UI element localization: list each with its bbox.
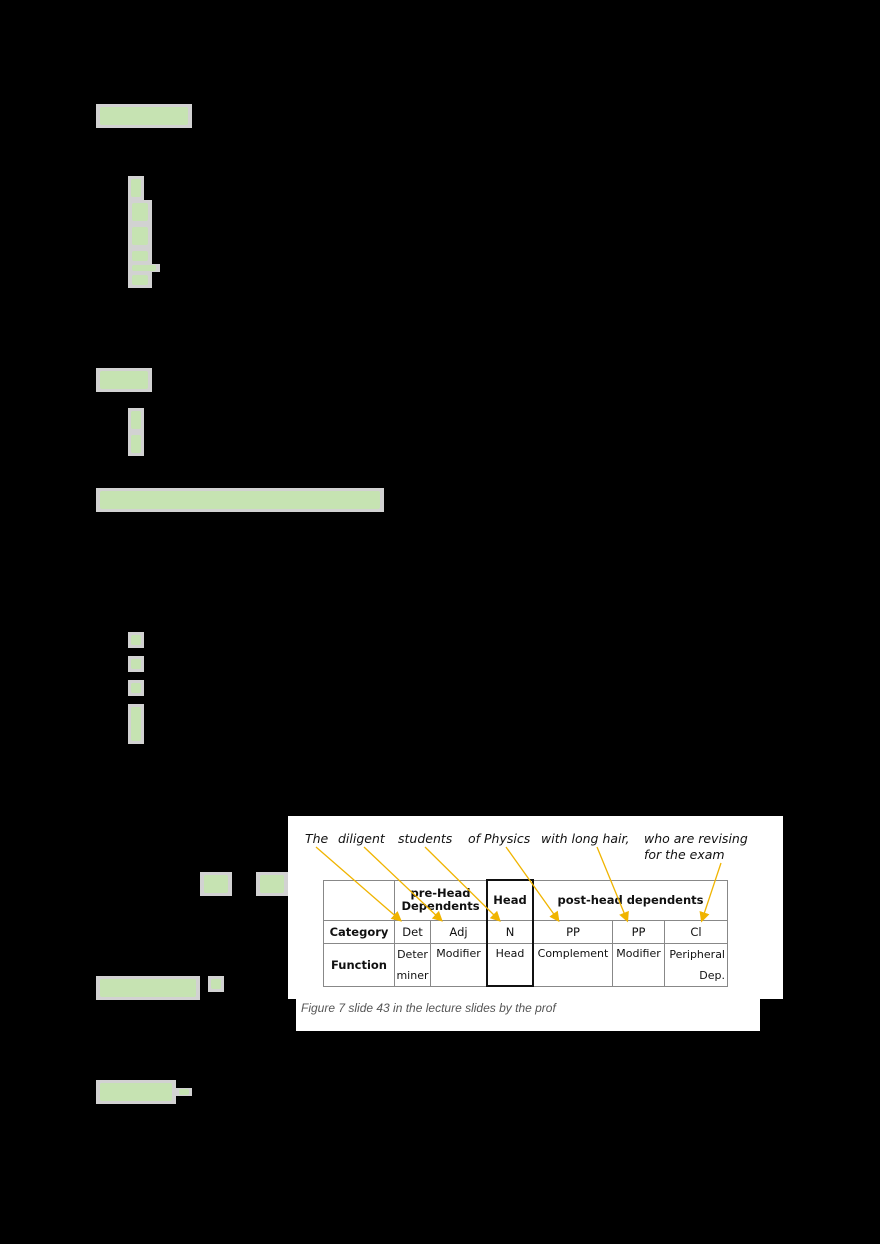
redacted-highlight [131,659,141,669]
redacted-highlight [132,265,156,271]
function-modifier-post: Modifier [612,942,665,987]
redacted-highlight [100,491,380,509]
structure-table: pre-Head Dependents Head post-head depen… [323,879,728,987]
redacted-list1-item-1 [128,176,144,200]
redacted-highlight [100,107,188,125]
redacted-inline-1 [200,872,232,896]
sentence-word-diligent: diligent [338,831,385,846]
row-label-category: Category [323,919,395,944]
redacted-heading-3 [96,488,384,512]
sentence-clause-for-the-exam: for the exam [644,847,725,862]
redacted-highlight [132,227,148,245]
category-n: N [486,919,534,944]
redacted-highlight [131,435,141,453]
redacted-list3-item-2 [128,656,144,672]
redacted-heading-1 [96,104,192,128]
redacted-heading-2 [96,368,152,392]
redacted-list3-item-3 [128,680,144,696]
redacted-highlight [211,979,221,989]
sentence-word-the: The [305,831,329,846]
sentence-phrase-of-physics: of Physics [468,831,531,846]
redacted-highlight [131,683,141,693]
empty-corner-cell [323,879,395,921]
figure-image: The diligent students of Physics with lo… [288,816,783,999]
redacted-list2-item-2 [128,432,144,456]
redacted-highlight [260,875,284,893]
sentence-clause-who-are-revising: who are revising [644,831,748,846]
redacted-highlight [100,979,196,997]
redacted-inline-2 [256,872,288,896]
redacted-list1-item-2 [128,200,152,224]
sentence-word-students: students [398,831,453,846]
redacted-list3-item-4 [128,704,144,744]
redacted-highlight [131,411,141,429]
redacted-heading-4 [96,976,200,1000]
redacted-highlight [132,203,148,221]
function-head: Head [486,942,534,987]
sentence-phrase-with-long-hair: with long hair, [541,831,630,846]
redacted-highlight [100,1083,172,1101]
function-complement: Complement [532,942,613,987]
redacted-list1-item-5 [128,264,160,272]
redacted-list1-item-4 [128,248,152,264]
category-det: Det [394,919,431,944]
redacted-highlight [131,179,141,197]
redacted-list2-item-1 [128,408,144,432]
function-determiner: Deter miner [394,942,431,987]
function-peripheral-dep: Peripheral Dep. [664,942,728,987]
redacted-highlight [131,707,141,741]
redacted-highlight [179,1089,189,1095]
redacted-list1-item-6 [128,272,152,288]
post-head-header: post-head dependents [532,879,728,921]
figure-caption: Figure 7 slide 43 in the lecture slides … [301,1001,556,1015]
category-pp-modifier: PP [612,919,665,944]
redacted-highlight [131,635,141,645]
redacted-highlight [132,251,148,261]
redacted-heading-4-marker [208,976,224,992]
row-label-function: Function [323,942,395,987]
redacted-heading-5-marker [176,1088,192,1096]
redacted-highlight [100,371,148,389]
annotation-arrows [315,846,722,923]
head-header: Head [486,879,534,921]
redacted-heading-5 [96,1080,176,1104]
redacted-list1-item-3 [128,224,152,248]
figure-caption-box: Figure 7 slide 43 in the lecture slides … [296,999,760,1031]
redacted-highlight [204,875,228,893]
redacted-list3-item-1 [128,632,144,648]
redacted-highlight [132,275,148,285]
